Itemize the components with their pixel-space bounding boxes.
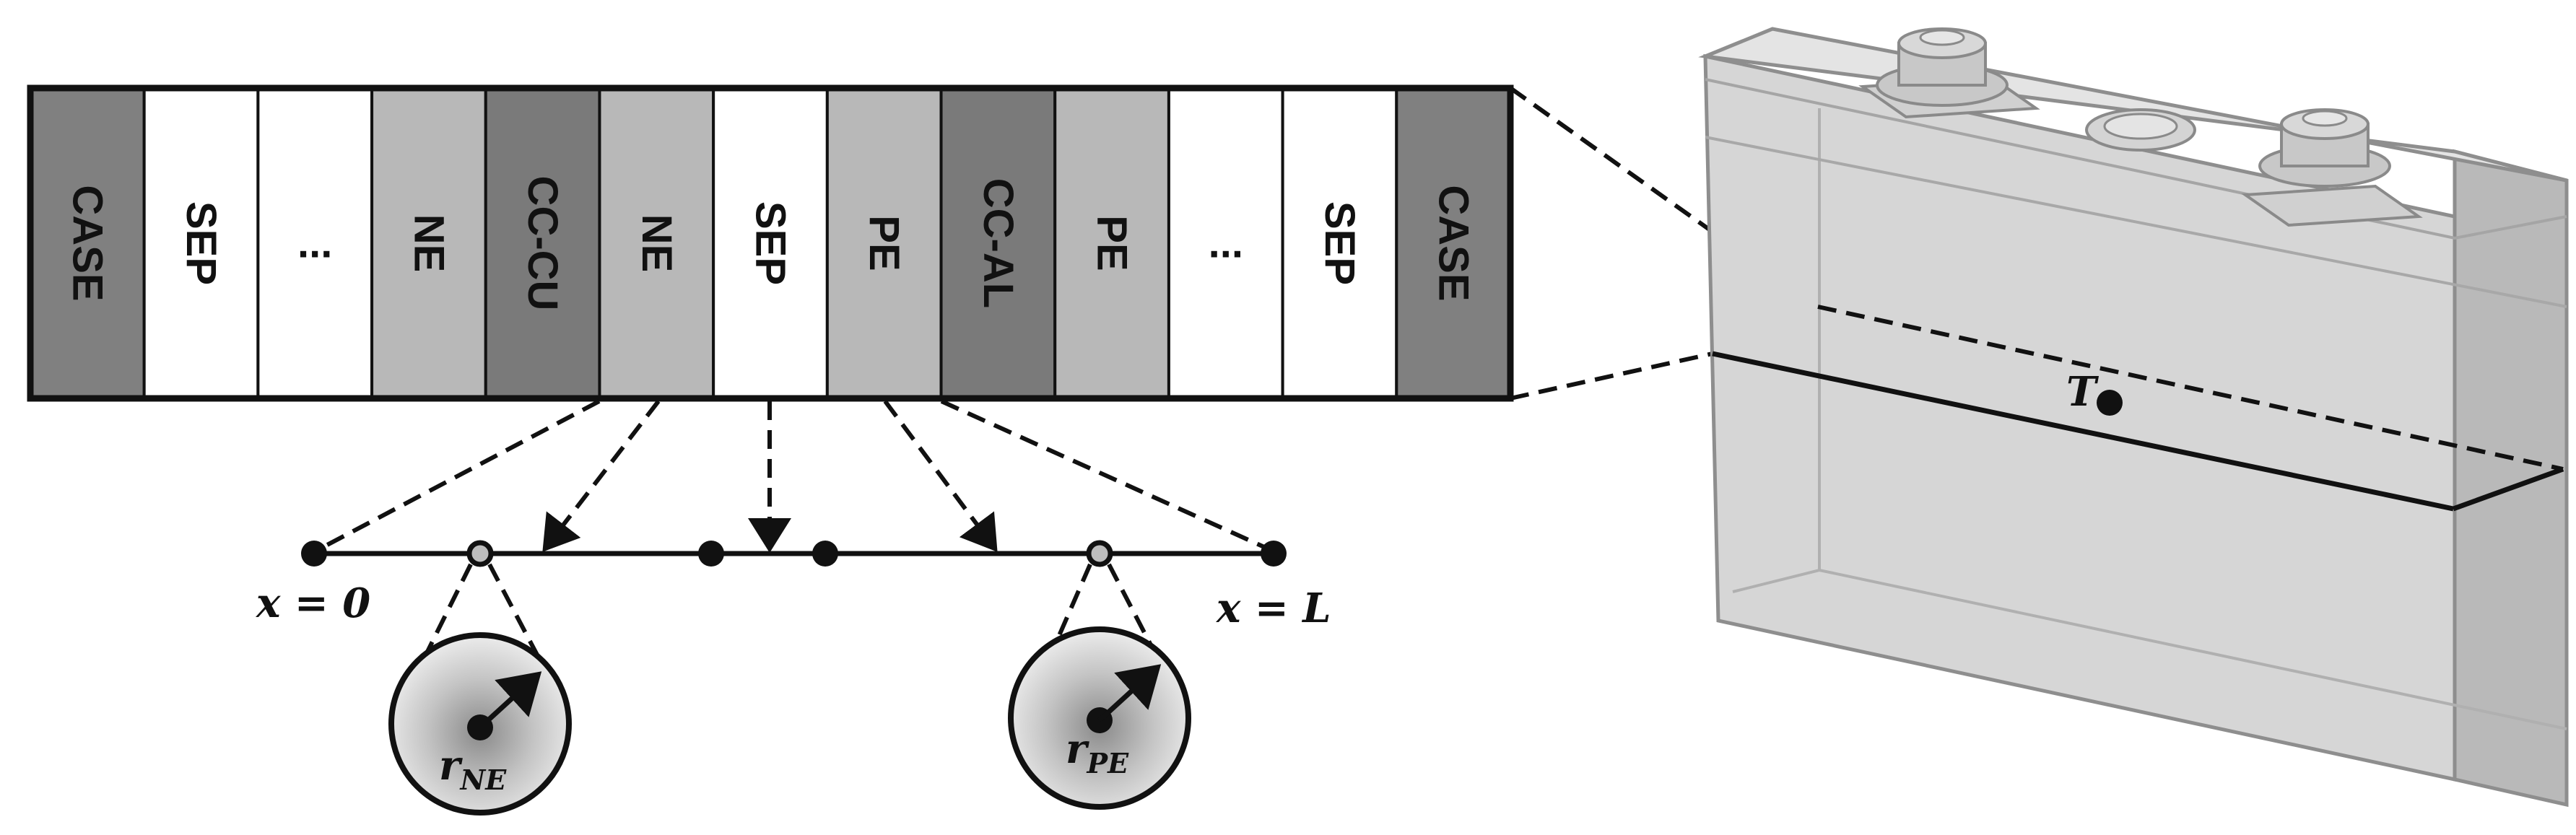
cell-cap-line <box>1705 136 2567 308</box>
axis-node-sep-pe-interface <box>812 541 838 567</box>
prismatic-cell: T <box>1698 27 2569 808</box>
cell-side-face <box>2453 149 2569 808</box>
layer-stack-border <box>27 84 1514 402</box>
pe-radius-arrow <box>1097 664 1162 722</box>
ne-particle: rNE <box>388 563 572 816</box>
pe-particle: rPE <box>1008 563 1191 810</box>
layer-11-label: ... <box>1209 220 1243 267</box>
layer-stack: CASE SEP... NE CC-CU NE SEP PE CC-AL PE... SEP CAS… <box>27 84 1514 402</box>
cell-inner-edges <box>1705 78 2567 240</box>
axis-label-end: x = L <box>1216 585 1331 632</box>
cell-inner-edge-bottom <box>1732 568 2567 730</box>
layer-12-rect <box>1281 87 1398 400</box>
cell-front-face <box>1703 53 2457 782</box>
axis-1d: x = 0 x = L <box>256 540 1331 632</box>
layer-6-rect <box>598 87 715 400</box>
svg-text:rPE: rPE <box>1066 725 1129 779</box>
layer-12-label: SEP <box>1316 201 1363 285</box>
layer-3-label: ... <box>297 220 332 267</box>
layer-2-rect <box>142 87 260 400</box>
stack-to-axis-connectors <box>316 399 1272 553</box>
section-solid-edge-side <box>2452 466 2564 512</box>
pe-radius-subscript: PE <box>1087 747 1130 779</box>
layer-4-label: NE <box>405 214 452 273</box>
stack-to-cell-connectors <box>1509 86 1819 401</box>
cell-terminal-left <box>1858 27 2040 119</box>
cell-vent <box>2085 108 2196 152</box>
layer-6-label: NE <box>633 214 680 273</box>
layer-13-label: CASE <box>1430 185 1477 301</box>
ne-radius-label: r <box>439 742 463 790</box>
axis-label-start: x = 0 <box>256 580 370 627</box>
layer-1-label: CASE <box>64 185 110 301</box>
pe-radius-label: r <box>1066 725 1089 773</box>
layer-10-label: PE <box>1089 215 1136 271</box>
axis-node-ne-particle <box>466 540 494 567</box>
section-dashed-edge <box>1817 305 2564 471</box>
axis-node-end <box>1261 541 1287 567</box>
layer-7-label: SEP <box>747 201 794 285</box>
layer-1-rect <box>29 87 146 400</box>
axis-node-pe-particle <box>1086 540 1113 567</box>
svg-text:rNE: rNE <box>439 742 507 796</box>
layer-9-label: CC-AL <box>975 178 1022 308</box>
section-solid-edge <box>1712 351 2454 512</box>
layer-2-label: SEP <box>178 201 225 285</box>
layer-10-rect <box>1053 87 1170 400</box>
axis-node-start <box>301 541 327 567</box>
temperature-label: T <box>2066 368 2099 416</box>
layer-5-label: CC-CU <box>519 176 566 311</box>
temperature-point <box>2097 390 2123 416</box>
axis-node-ne-sep-interface <box>698 541 724 567</box>
ne-radius-arrow <box>478 671 542 730</box>
ne-radius-subscript: NE <box>460 764 508 796</box>
layer-8-label: PE <box>861 215 908 271</box>
cell-terminal-right <box>2241 108 2423 227</box>
layer-8-rect <box>825 87 943 400</box>
